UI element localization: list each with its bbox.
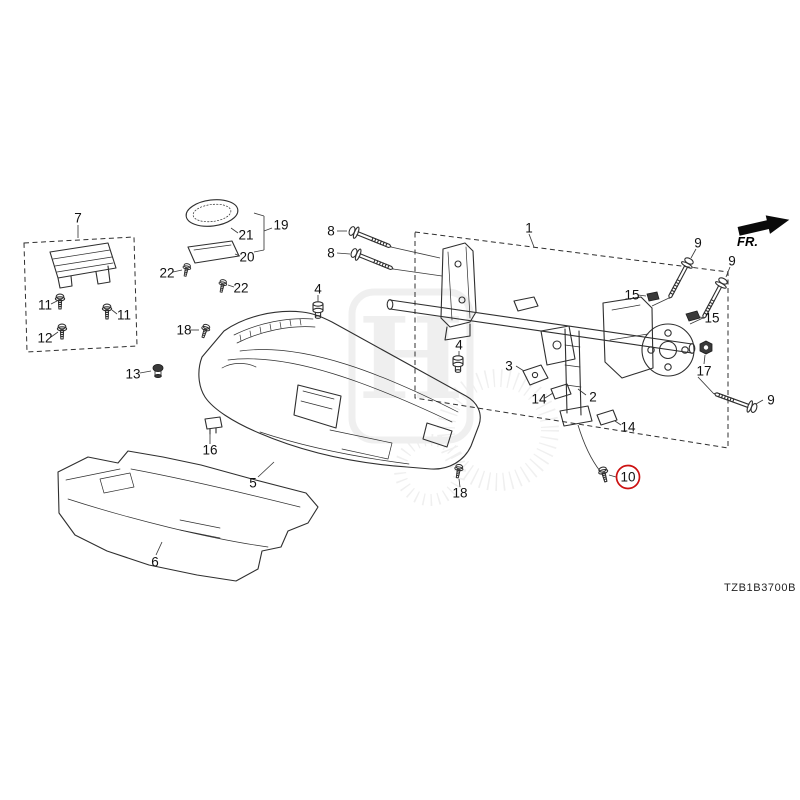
- callout-18[interactable]: 18: [176, 323, 191, 338]
- part-8-bolt: [348, 245, 396, 275]
- part-15-clip: [646, 291, 660, 302]
- callout-3[interactable]: 3: [505, 359, 513, 374]
- callout-13[interactable]: 13: [125, 367, 140, 382]
- part-22-screw: [180, 262, 192, 278]
- part-3-bracket: [522, 364, 549, 386]
- callout-9b[interactable]: 9: [728, 254, 736, 269]
- callout-21[interactable]: 21: [238, 228, 253, 243]
- callout-4b[interactable]: 4: [455, 338, 463, 353]
- part-6-insulator: [57, 450, 319, 582]
- bracket-line-part-19: [253, 212, 273, 253]
- part-16-clip: [204, 416, 223, 435]
- fr-arrow-icon: [737, 215, 790, 236]
- callout-6[interactable]: 6: [151, 555, 159, 570]
- callout-7[interactable]: 7: [74, 211, 82, 226]
- part-9-bolt: [663, 255, 697, 302]
- part-22-screw: [216, 278, 228, 294]
- part-5-instrument-panel: [198, 310, 481, 470]
- part-12-screw: [56, 323, 68, 340]
- part-14-stay: [550, 383, 572, 400]
- watermark-letter: H: [358, 294, 464, 425]
- fr-label: FR.: [737, 234, 758, 249]
- callout-22b[interactable]: 22: [233, 281, 248, 296]
- leader-part-10: [577, 424, 601, 472]
- callout-8b[interactable]: 8: [327, 246, 335, 261]
- callout-17[interactable]: 17: [696, 364, 711, 379]
- part-2-stay: [559, 328, 593, 427]
- callout-11[interactable]: 11: [38, 298, 52, 313]
- callout-11b[interactable]: 11: [117, 308, 131, 323]
- callout-15b[interactable]: 15: [704, 311, 719, 326]
- callout-14[interactable]: 14: [531, 392, 547, 407]
- callout-10[interactable]: 10: [620, 470, 635, 485]
- part-13-grommet: [152, 363, 164, 379]
- callout-19[interactable]: 19: [273, 218, 288, 233]
- leader-lines: [50, 225, 764, 556]
- part-17-nut: [699, 340, 713, 355]
- part-15-clip: [685, 310, 701, 322]
- callout-1[interactable]: 1: [525, 221, 533, 236]
- callouts: 1 2 3 4 4 5 6 7 8 8 9 9 9 10 11 11 12 13…: [37, 211, 774, 570]
- callout-15[interactable]: 15: [624, 288, 639, 303]
- highlight-circle-part-10: [615, 464, 641, 490]
- group-box-part-7: [23, 236, 138, 353]
- callout-12[interactable]: 12: [37, 331, 52, 346]
- part-14-stay: [596, 409, 618, 426]
- projection-line: [390, 246, 443, 277]
- part-21-grille: [185, 199, 239, 227]
- callout-14b[interactable]: 14: [620, 420, 636, 435]
- callout-4[interactable]: 4: [314, 282, 322, 297]
- callout-5[interactable]: 5: [249, 476, 257, 491]
- callout-2[interactable]: 2: [589, 390, 597, 405]
- callout-22[interactable]: 22: [159, 266, 174, 281]
- callout-20[interactable]: 20: [239, 250, 254, 265]
- part-7-module: [49, 242, 117, 289]
- part-20-tray: [187, 240, 240, 264]
- part-10-screw: [596, 465, 611, 484]
- part-18-clip: [198, 322, 212, 340]
- callout-18b[interactable]: 18: [452, 486, 467, 501]
- projection-line: [651, 297, 715, 395]
- part-8-bolt: [346, 223, 394, 253]
- diagram-code: TZB1B3700B: [724, 582, 796, 594]
- part-9-bolt: [711, 387, 760, 416]
- part-11-screw: [101, 303, 113, 320]
- callout-8[interactable]: 8: [327, 224, 335, 239]
- callout-9c[interactable]: 9: [767, 393, 775, 408]
- callout-16[interactable]: 16: [202, 443, 217, 458]
- fr-direction-marker: FR.: [737, 215, 790, 249]
- callout-9[interactable]: 9: [694, 236, 702, 251]
- part-1-steering-hanger-beam: [386, 242, 696, 379]
- brand-watermark-icon: H: [348, 288, 559, 506]
